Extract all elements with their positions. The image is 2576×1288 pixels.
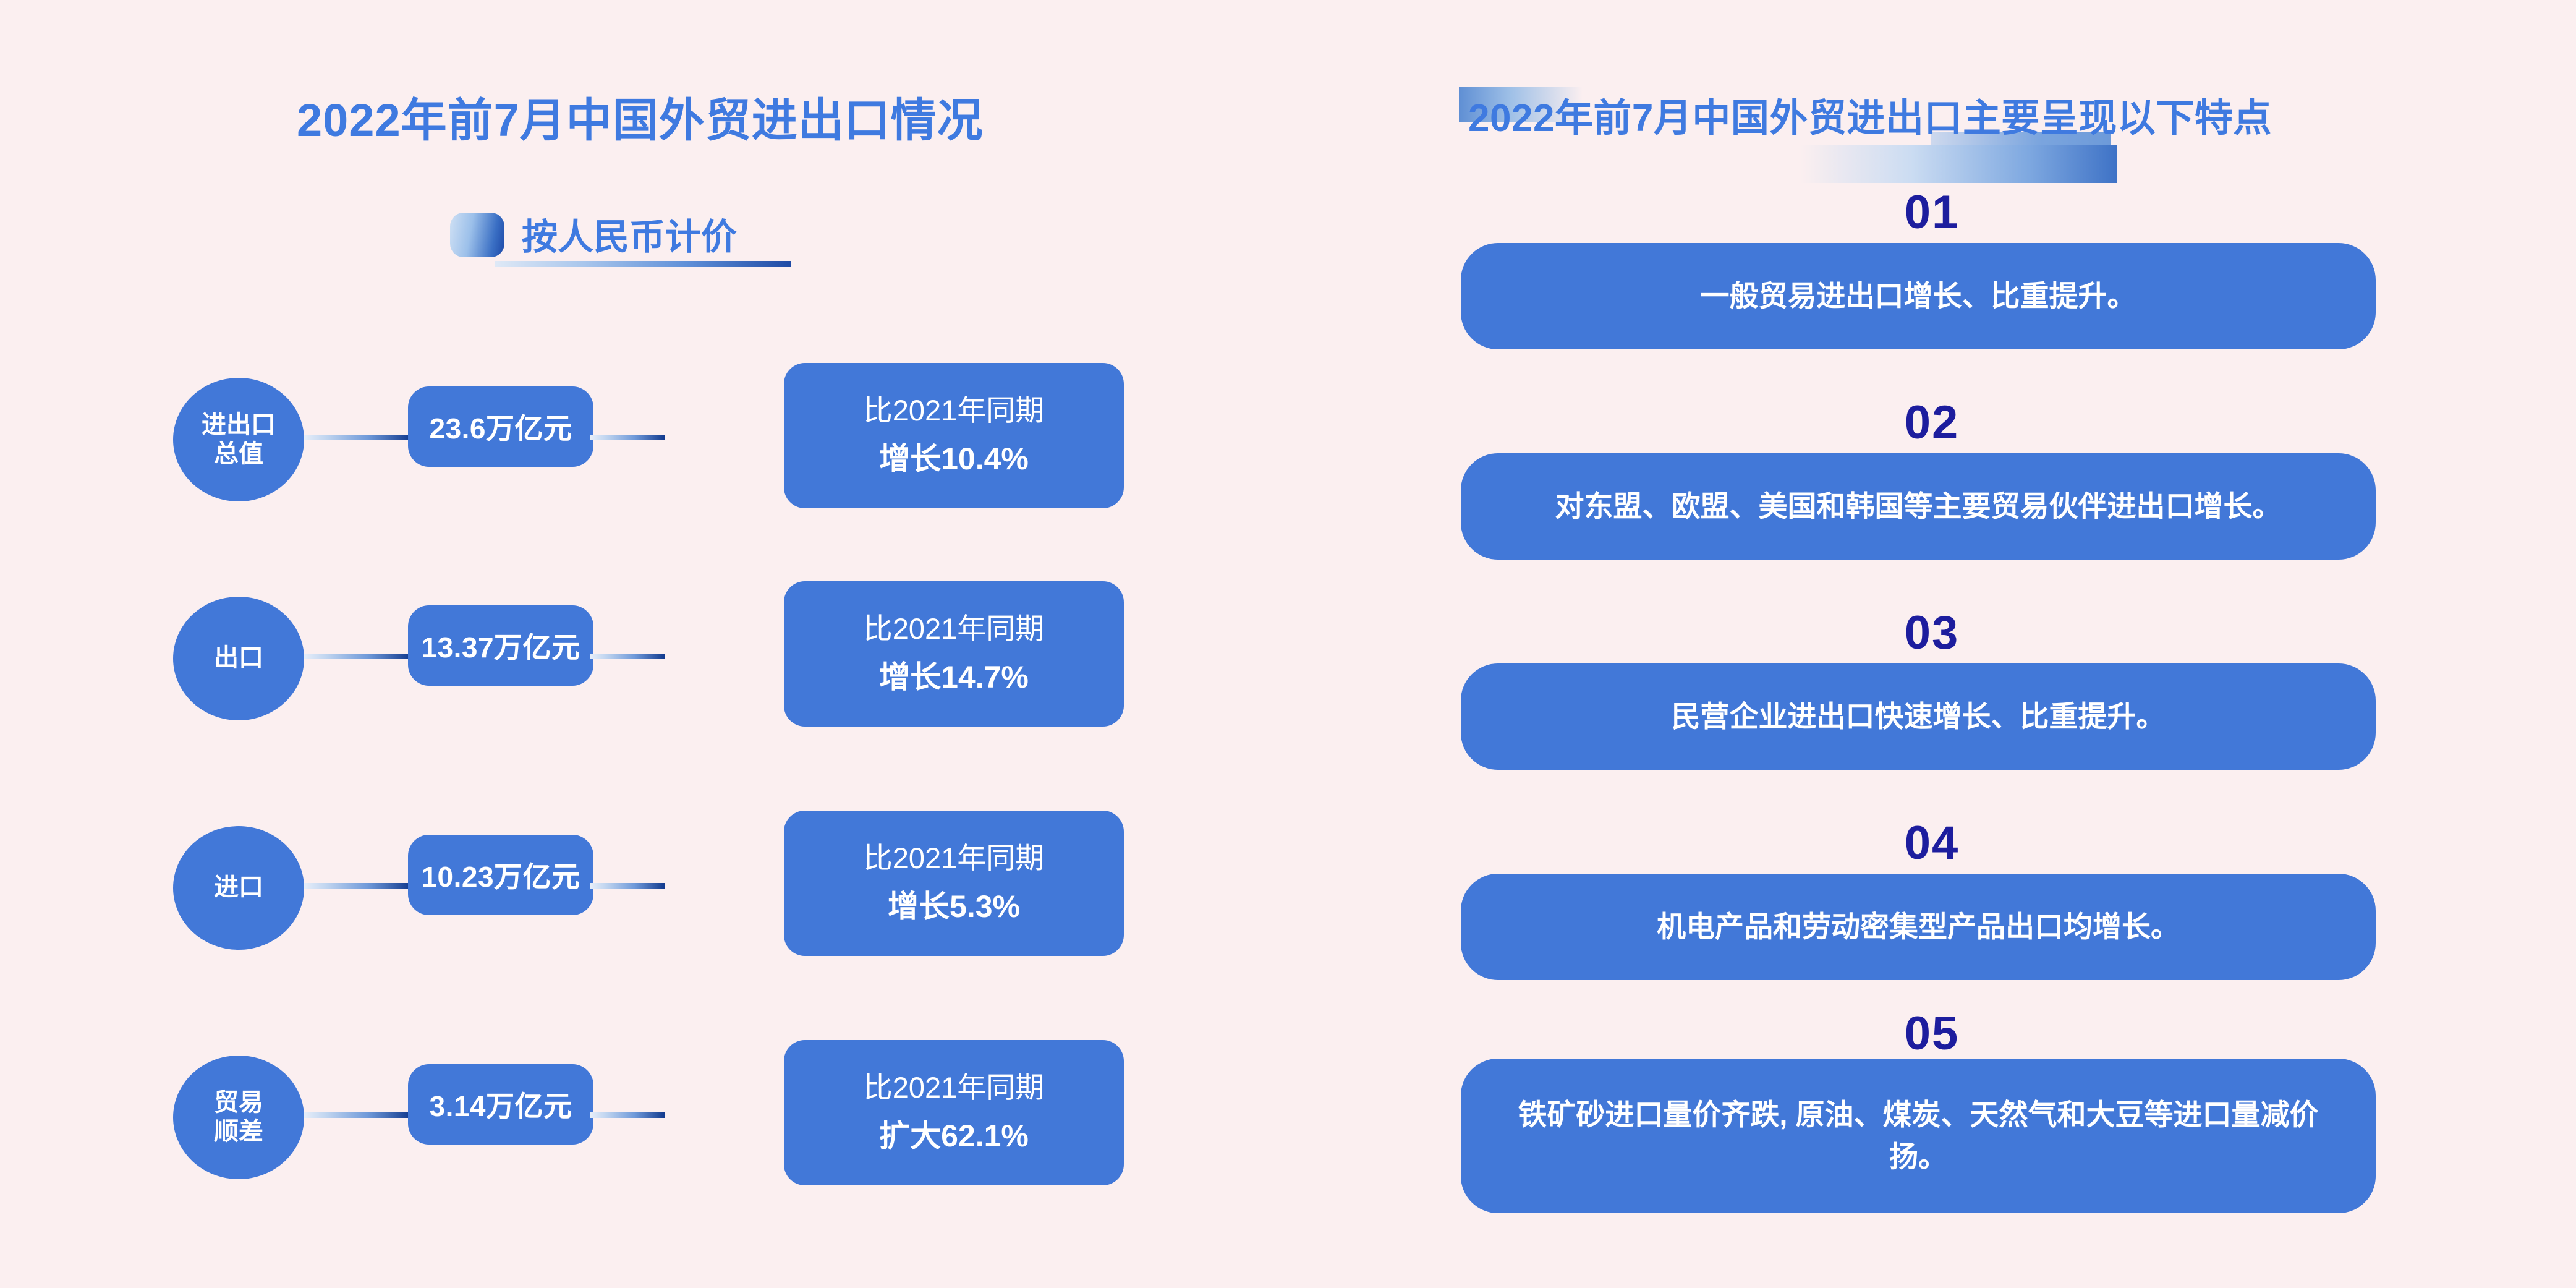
currency-basis-subtitle: 按人民币计价 — [450, 204, 796, 272]
feature-text: 铁矿砂进口量价齐跌, 原油、煤炭、天然气和大豆等进口量减价扬。 — [1518, 1098, 2319, 1173]
feature-text: 民营企业进出口快速增长、比重提升。 — [1671, 699, 2166, 733]
data-row: 进出口 总值 23.6万亿元 比2021年同期 增长10.4% — [0, 0, 1288, 508]
row-outcome-box: 比2021年同期 增长5.3% — [784, 811, 1124, 956]
row-label-badge: 进出口 总值 — [173, 378, 304, 501]
decorative-bar-top-left — [1459, 87, 1583, 122]
feature-number: 04 — [1904, 817, 1960, 869]
feature-card[interactable]: 铁矿砂进口量价齐跌, 原油、煤炭、天然气和大豆等进口量减价扬。 — [1461, 1059, 2376, 1213]
feature-text: 一般贸易进出口增长、比重提升。 — [1700, 279, 2136, 312]
data-row: 进口 10.23万亿元 比2021年同期 增长5.3% — [0, 0, 1288, 956]
feature-number: 03 — [1904, 607, 1960, 659]
data-row: 出口 13.37万亿元 比2021年同期 增长14.7% — [0, 0, 1288, 727]
row-connector-right — [590, 1112, 665, 1118]
row-label-line: 出口 — [214, 644, 263, 672]
row-label-line: 贸易 — [214, 1088, 263, 1116]
feature-card[interactable]: 对东盟、欧盟、美国和韩国等主要贸易伙伴进出口增长。 — [1461, 453, 2376, 560]
row-label-line: 总值 — [214, 440, 263, 467]
row-connector-left — [304, 1112, 410, 1118]
subtitle-label: 按人民币计价 — [522, 217, 738, 257]
feature-number: 01 — [1904, 186, 1960, 239]
row-value-box: 3.14万亿元 — [408, 1064, 593, 1145]
feature-number: 05 — [1904, 1007, 1960, 1060]
row-value-box: 23.6万亿元 — [408, 386, 593, 467]
row-value-box: 10.23万亿元 — [408, 835, 593, 915]
row-connector-right — [590, 435, 665, 440]
row-value-text: 3.14万亿元 — [429, 1090, 572, 1122]
gradient-square-icon — [450, 213, 504, 257]
feature-text: 机电产品和劳动密集型产品出口均增长。 — [1657, 910, 2180, 943]
feature-card[interactable]: 一般贸易进出口增长、比重提升。 — [1461, 243, 2376, 349]
decorative-bar-bottom-right-front — [1801, 145, 2117, 183]
row-label-line: 进出口 — [202, 411, 276, 438]
row-outcome-line2: 增长14.7% — [879, 660, 1029, 695]
left-panel: 2022年前7月中国外贸进出口情况 按人民币计价 进出口 总值 23.6万亿元 … — [0, 0, 1288, 1185]
row-label-line: 进口 — [214, 874, 263, 902]
row-outcome-line2: 增长5.3% — [888, 889, 1020, 924]
row-outcome-line1: 比2021年同期 — [863, 394, 1045, 427]
row-value-text: 23.6万亿元 — [429, 412, 572, 445]
feature-text: 对东盟、欧盟、美国和韩国等主要贸易伙伴进出口增长。 — [1555, 489, 2282, 522]
row-outcome-line1: 比2021年同期 — [863, 1071, 1045, 1104]
row-outcome-box: 比2021年同期 增长14.7% — [784, 581, 1124, 727]
row-outcome-box: 比2021年同期 增长10.4% — [784, 363, 1124, 508]
data-row: 贸易 顺差 3.14万亿元 比2021年同期 扩大62.1% — [0, 0, 1288, 1185]
left-panel-title: 2022年前7月中国外贸进出口情况 — [297, 95, 984, 146]
row-connector-left — [304, 654, 410, 659]
row-connector-left — [304, 883, 410, 889]
row-outcome-line2: 增长10.4% — [879, 441, 1029, 477]
row-label-badge: 贸易 顺差 — [173, 1056, 304, 1179]
row-label-badge: 出口 — [173, 597, 304, 720]
subtitle-underline-divider — [495, 261, 791, 267]
row-outcome-line2: 扩大62.1% — [879, 1119, 1029, 1154]
row-label-line: 顺差 — [214, 1118, 263, 1145]
row-value-text: 10.23万亿元 — [421, 861, 580, 893]
row-outcome-box: 比2021年同期 扩大62.1% — [784, 1040, 1124, 1185]
row-connector-right — [590, 883, 665, 889]
row-label-badge: 进口 — [173, 826, 304, 950]
row-value-text: 13.37万亿元 — [421, 631, 580, 663]
right-panel: 2022年前7月中国外贸进出口主要呈现以下特点 01 一般贸易进出口增长、比重提… — [1288, 0, 2576, 1288]
feature-card[interactable]: 民营企业进出口快速增长、比重提升。 — [1461, 663, 2376, 770]
feature-number: 02 — [1904, 396, 1960, 449]
row-value-box: 13.37万亿元 — [408, 605, 593, 686]
feature-card[interactable]: 机电产品和劳动密集型产品出口均增长。 — [1461, 874, 2376, 980]
row-outcome-line1: 比2021年同期 — [863, 612, 1045, 646]
row-connector-right — [590, 654, 665, 659]
row-outcome-line1: 比2021年同期 — [863, 842, 1045, 875]
row-connector-left — [304, 435, 410, 440]
right-panel-title: 2022年前7月中国外贸进出口主要呈现以下特点 — [1468, 97, 2272, 140]
